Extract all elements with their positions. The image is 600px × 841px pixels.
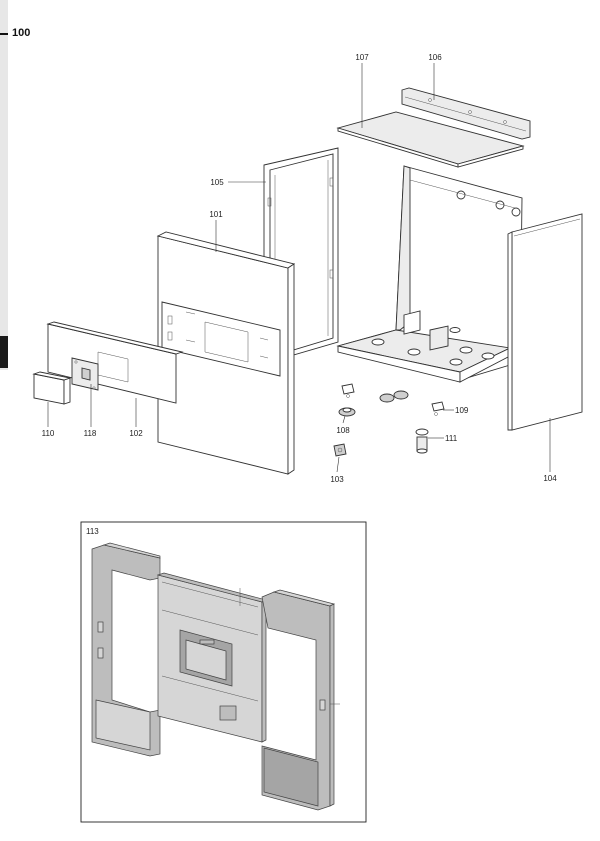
callout-104: 104	[543, 474, 557, 483]
callout-118: 118	[84, 429, 97, 438]
section-marker	[0, 336, 8, 368]
callout-106: 106	[428, 53, 442, 62]
part-107-top-cover	[336, 111, 525, 168]
callout-111: 111	[445, 434, 458, 443]
callout-leaders	[47, 63, 551, 473]
callout-109: 109	[455, 406, 469, 415]
page-side-tab	[0, 0, 8, 370]
callout-110: 110	[42, 429, 55, 438]
part-104-side-panel	[507, 213, 583, 431]
part-103-connector	[333, 443, 347, 457]
callout-105: 105	[210, 178, 224, 187]
callout-102: 102	[129, 429, 143, 438]
callout-113: 113	[86, 527, 99, 536]
part-118-module	[71, 357, 99, 391]
part-101-front-panel	[156, 231, 296, 475]
part-110-cover	[32, 371, 72, 405]
part-small-fittings	[333, 383, 445, 457]
callout-101: 101	[209, 210, 223, 219]
part-109-clip	[431, 401, 445, 412]
page-number: 100	[12, 27, 31, 39]
part-102-display-plate	[46, 321, 184, 404]
callout-107: 107	[355, 53, 369, 62]
part-106-rail-bracket	[401, 87, 531, 140]
housing-back-box	[336, 165, 523, 383]
callout-108: 108	[336, 426, 350, 435]
page-number-tick	[0, 33, 8, 35]
callout-103: 103	[330, 475, 344, 484]
detail-box-113	[80, 521, 367, 823]
part-111-gland	[415, 428, 429, 436]
